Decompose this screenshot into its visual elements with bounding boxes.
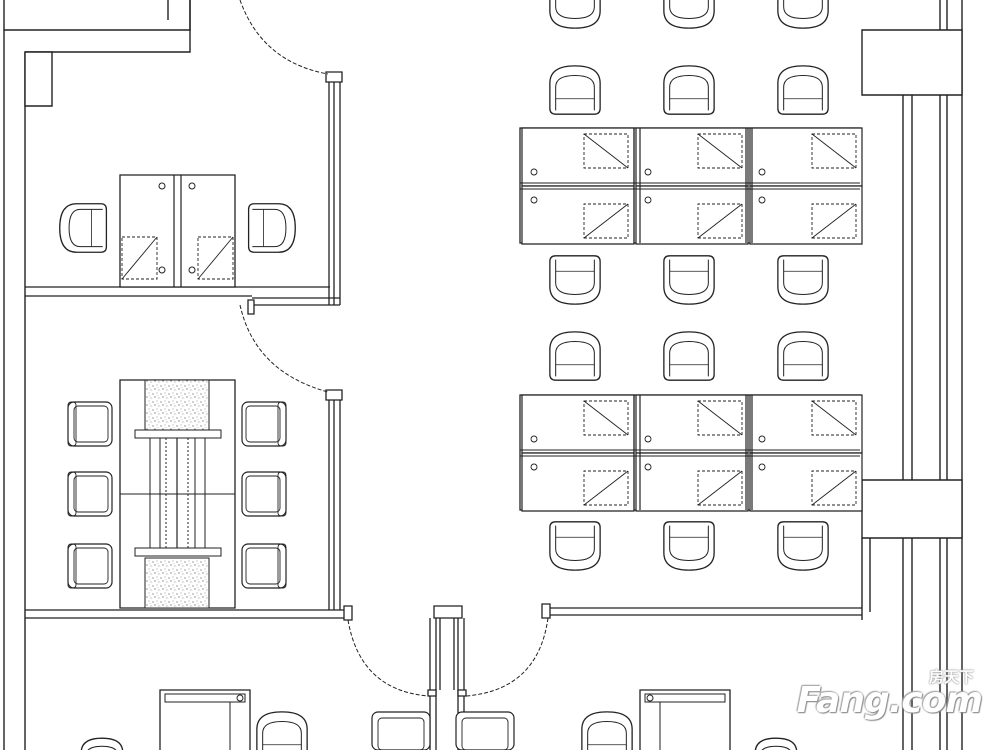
private-office-top [59,175,296,287]
watermark-english-text: Fang.com [796,680,983,721]
open-workstation-area [520,0,863,571]
bottom-offices [80,690,798,750]
meeting-room [67,380,287,608]
watermark-chinese-text: 房天下 [928,668,974,686]
watermark-logo: 房天下 Fang.com [797,666,983,736]
partitions [25,72,862,750]
door-swings [240,0,548,696]
walls [4,0,962,750]
